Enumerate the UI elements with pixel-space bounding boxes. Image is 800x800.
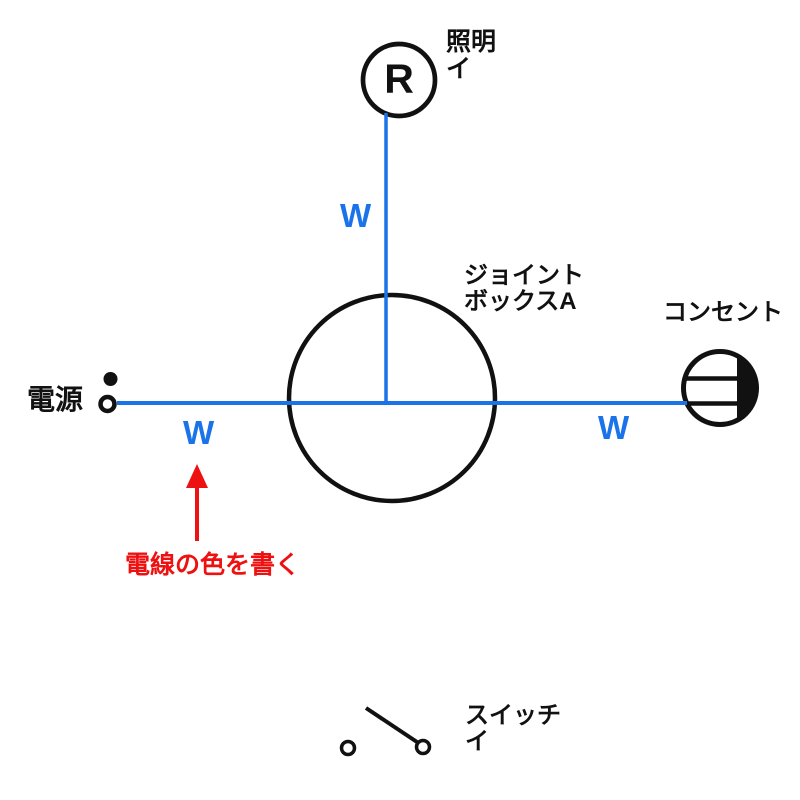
wire-color-label-top: W [340,197,372,234]
switch-contact-right [414,738,432,756]
switch-circuit-mark: イ [465,727,489,755]
annotation-arrow [186,464,208,541]
joint-box-name-line2: ボックスA [464,287,577,315]
outlet-label: コンセント [663,299,783,326]
power-terminal-dot-open [98,394,117,414]
switch-name: スイッチ [465,702,561,729]
lamp-circuit-mark: イ [446,55,472,83]
wire-color-label-left: W [183,414,215,451]
lamp-label: 照明 イ [446,29,496,83]
power-terminal-dot-filled [103,372,118,386]
switch-symbol [339,706,432,757]
lamp-symbol-letter: R [384,55,414,102]
power-source-label: 電源 [27,384,84,415]
annotation-arrow-head [186,464,208,488]
outlet-filled-segment [737,355,758,421]
switch-contact-left [339,739,357,757]
power-source-terminals [98,372,118,414]
outlet-symbol [681,349,759,427]
switch-label: スイッチ イ [465,703,561,755]
lamp-symbol-circle [360,41,438,119]
annotation-text: 電線の色を書く [125,551,301,579]
wire-color-label-right: W [598,409,630,446]
joint-box-circle [286,292,498,504]
joint-box-name-line1: ジョイント [464,262,584,289]
switch-lever-line [364,706,419,744]
joint-box-label: ジョイント ボックスA [464,263,584,315]
lamp-name: 照明 [446,28,497,56]
